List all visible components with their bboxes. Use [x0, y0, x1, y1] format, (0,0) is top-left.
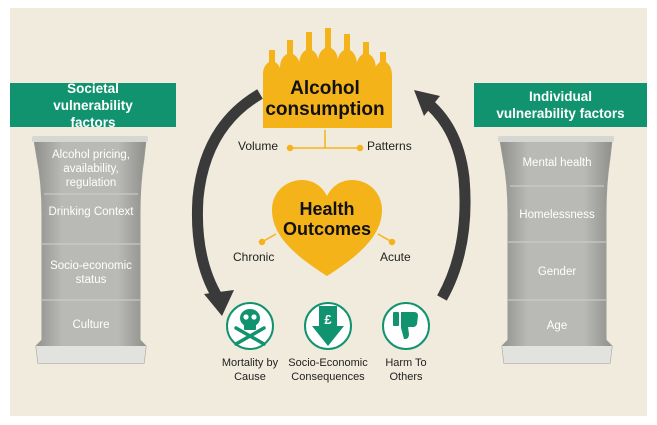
- patterns-label: Patterns: [367, 139, 412, 153]
- infographic: £ Societal vulnerability factors Individ…: [10, 8, 647, 416]
- consumption-connector: [286, 130, 364, 152]
- pound-down-arrow-icon: £: [312, 306, 344, 346]
- right-cycle-arrow: [414, 90, 471, 301]
- harm-icon-circle: [382, 302, 430, 350]
- acute-label: Acute: [380, 250, 411, 264]
- societal-factor-4: Culture: [72, 319, 110, 331]
- societal-factor-1: Alcohol pricing, availability, regulatio…: [52, 149, 130, 189]
- individual-banner: Individual vulnerability factors: [474, 83, 647, 127]
- individual-factor-3: Gender: [537, 266, 577, 278]
- mortality-icon-circle: [226, 302, 274, 350]
- health-title: Health Outcomes: [282, 199, 372, 239]
- svg-text:£: £: [324, 312, 332, 327]
- consumption-title: Alcohol consumption: [265, 78, 385, 120]
- individual-factor-1: Mental health: [522, 157, 592, 169]
- individual-factor-2: Homelessness: [519, 209, 595, 221]
- individual-title: Individual vulnerability factors: [496, 89, 625, 121]
- societal-banner: Societal vulnerability factors: [10, 81, 176, 130]
- bottles-icon: [263, 28, 392, 128]
- socio-economic-label: Socio-Economic Consequences: [288, 357, 368, 383]
- left-cycle-arrow: [191, 89, 263, 316]
- volume-label: Volume: [238, 139, 279, 153]
- individual-factor-4: Age: [546, 320, 568, 332]
- societal-title: Societal vulnerability factors: [53, 80, 133, 130]
- thumbs-down-icon: [393, 312, 418, 339]
- diagram-graphics: £: [32, 28, 614, 364]
- skull-crossbones-icon: [234, 309, 266, 346]
- chronic-label: Chronic: [233, 250, 275, 264]
- socio-economic-icon-circle: £: [304, 302, 352, 350]
- harm-label: Harm To Others: [385, 357, 427, 383]
- individual-pint-glass: [498, 136, 614, 364]
- societal-factor-2: Drinking Context: [48, 206, 134, 218]
- heart-icon: [272, 180, 382, 276]
- health-connector: [258, 233, 396, 246]
- societal-factor-3: Socio-economic status: [50, 260, 132, 286]
- societal-pint-glass: [32, 136, 148, 364]
- mortality-label: Mortality by Cause: [221, 357, 279, 383]
